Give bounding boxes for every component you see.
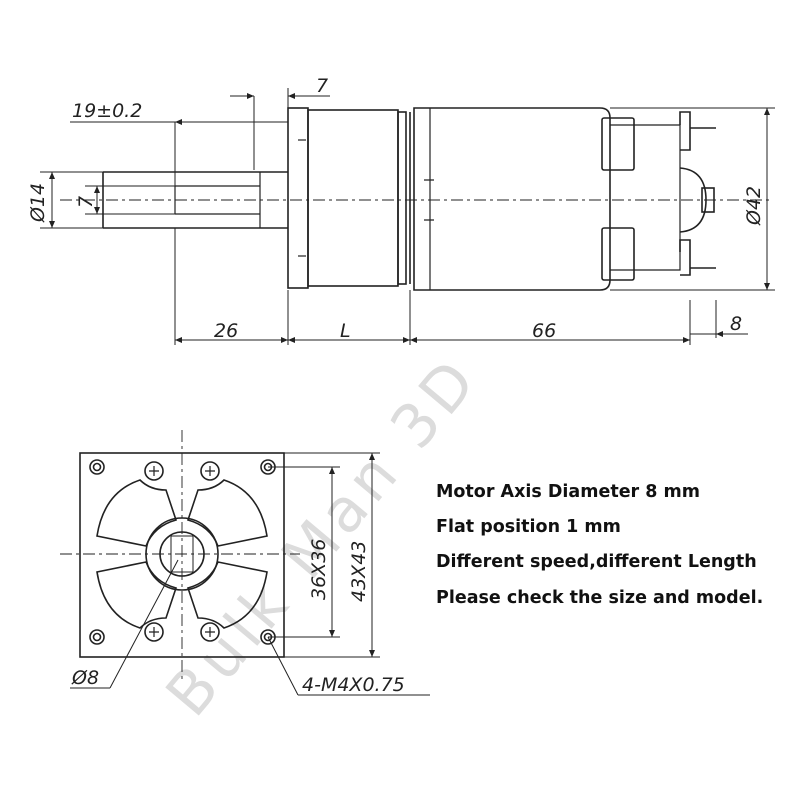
note-speed-length: Different speed,different Length <box>436 552 757 572</box>
output-shaft <box>102 171 288 229</box>
dim-diameter-42: Ø42 <box>743 186 765 226</box>
note-check-size: Please check the size and model. <box>436 588 764 608</box>
dim-36x36: 36X36 <box>308 539 330 600</box>
dim-66: 66 <box>532 320 556 342</box>
side-view <box>60 107 770 291</box>
dim-length-L: L <box>340 320 351 342</box>
corner-holes <box>89 459 276 645</box>
dim-7-flat: 7 <box>75 196 97 208</box>
dim-19: 19±0.2 <box>72 100 142 122</box>
dim-43x43: 43X43 <box>348 541 370 602</box>
dim-diameter-14: Ø14 <box>27 183 49 223</box>
flange-windows <box>96 479 268 629</box>
front-dimensions <box>70 452 430 696</box>
motor-body <box>413 107 715 291</box>
shaft-flat <box>170 535 194 573</box>
dim-7-top: 7 <box>316 75 328 97</box>
dim-26: 26 <box>214 320 238 342</box>
dim-8: 8 <box>730 313 742 335</box>
terminals <box>679 111 716 276</box>
gearbox <box>287 107 411 289</box>
screws <box>144 461 220 642</box>
note-flat-position: Flat position 1 mm <box>436 517 621 537</box>
dim-diameter-8: Ø8 <box>71 667 99 689</box>
side-dimensions <box>40 88 775 345</box>
front-view <box>60 430 300 680</box>
dim-screw-spec: 4-M4X0.75 <box>302 674 405 696</box>
note-axis-diameter: Motor Axis Diameter 8 mm <box>436 482 701 502</box>
